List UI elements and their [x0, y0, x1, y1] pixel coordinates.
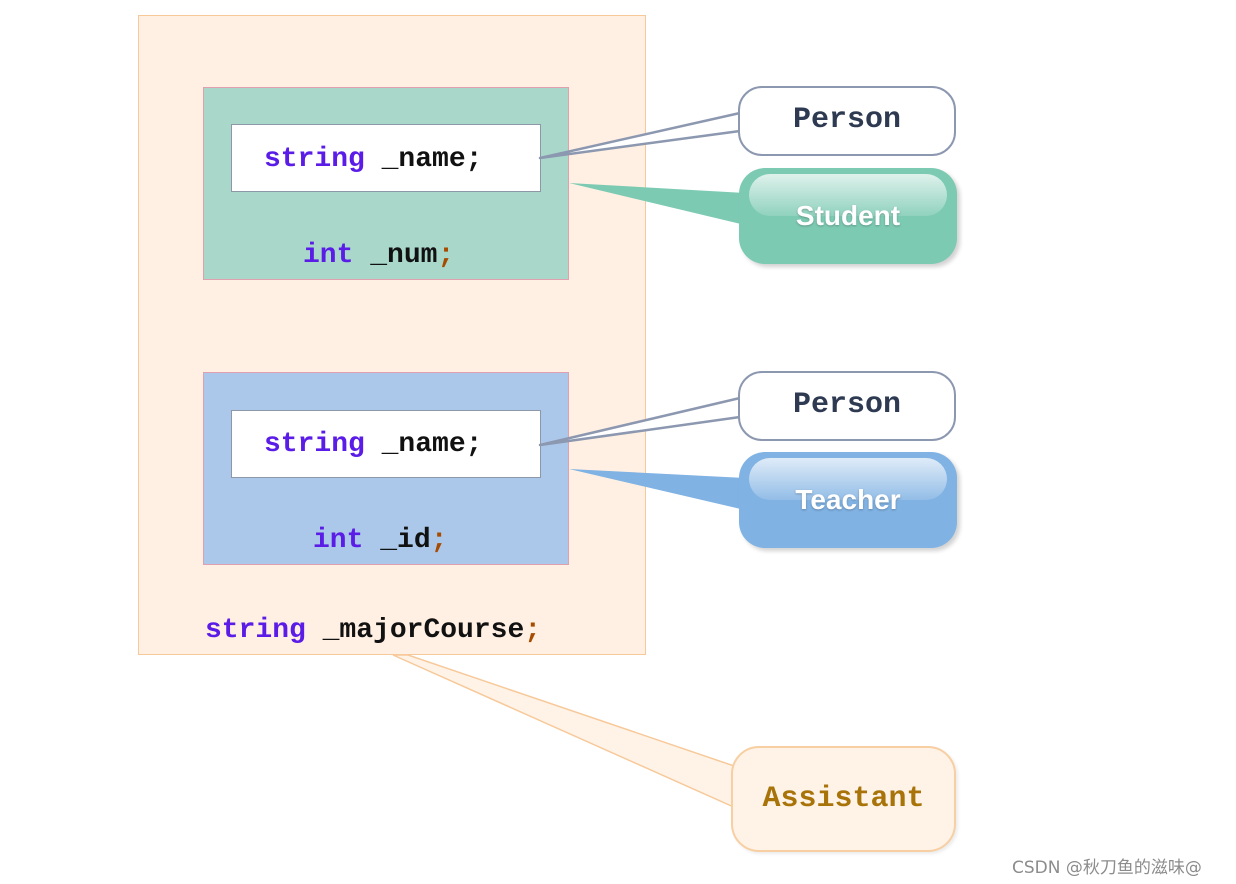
member-name: _num	[353, 240, 438, 271]
person-1-callout-tail	[538, 111, 742, 160]
member-name: _name;	[364, 429, 483, 460]
type-keyword: string	[205, 615, 306, 646]
teacher-callout: Teacher	[739, 452, 957, 548]
student-callout-tail	[569, 183, 745, 225]
student-callout-label: Student	[795, 200, 901, 231]
gloss-highlight	[749, 174, 947, 216]
person-callout-1: Person	[738, 86, 956, 156]
semicolon: ;	[430, 525, 448, 556]
assistant-callout: Assistant	[731, 746, 956, 852]
teacher-name-declaration: string _name;	[264, 431, 482, 459]
teacher-person-name-box	[231, 410, 541, 478]
member-name: _majorCourse	[305, 615, 525, 646]
type-keyword: int	[313, 525, 364, 556]
student-callout: Student	[739, 168, 957, 264]
person-callout-2: Person	[738, 371, 956, 441]
major-course-declaration: string _majorCourse;	[205, 617, 541, 645]
member-name: _id	[363, 525, 431, 556]
semicolon: ;	[524, 615, 542, 646]
csdn-watermark: CSDN @秋刀鱼的滋味@	[1012, 858, 1202, 878]
type-keyword: string	[264, 429, 365, 460]
teacher-callout-label: Teacher	[795, 484, 901, 515]
gloss-highlight	[749, 458, 947, 500]
student-person-name-box	[231, 124, 541, 192]
semicolon: ;	[437, 240, 455, 271]
type-keyword: int	[303, 240, 354, 271]
type-keyword: string	[264, 144, 365, 175]
member-name: _name;	[364, 144, 483, 175]
teacher-id-declaration: int _id;	[313, 527, 447, 555]
person-2-callout-tail	[538, 396, 742, 447]
student-num-declaration: int _num;	[303, 242, 454, 270]
teacher-callout-tail	[569, 469, 745, 510]
student-name-declaration: string _name;	[264, 146, 482, 174]
